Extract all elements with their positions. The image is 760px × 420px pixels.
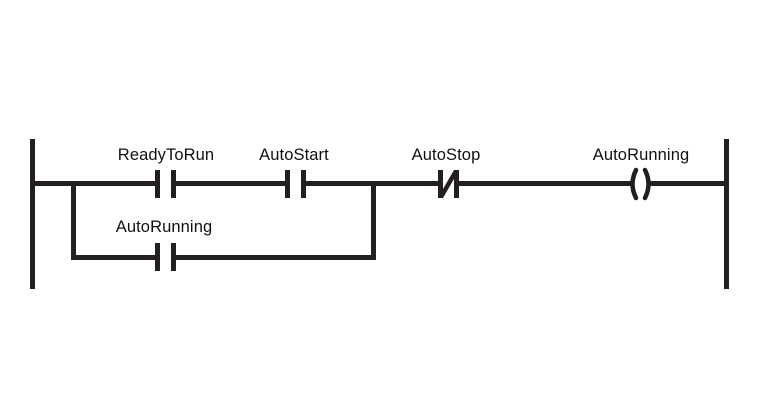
branch-vertical-right <box>371 181 376 260</box>
wire-autostop-to-coil <box>456 181 633 186</box>
wire-rail-to-readytorun <box>32 181 158 186</box>
contact-bar-right <box>171 243 176 271</box>
contact-autostop[interactable] <box>438 169 459 199</box>
coil-arc-left <box>630 167 639 201</box>
contact-bar-right <box>301 170 306 198</box>
contact-bar-right <box>454 170 459 198</box>
left-power-rail <box>30 139 35 289</box>
wire-coil-to-right-rail <box>648 181 726 186</box>
contact-bar-right <box>171 170 176 198</box>
contact-bar-left <box>438 170 443 198</box>
contact-bar-left <box>285 170 290 198</box>
label-autostop: AutoStop <box>412 146 481 164</box>
normally-closed-slash <box>439 169 458 199</box>
coil-arc-right <box>642 167 651 201</box>
branch-wire-contact-to-right <box>173 255 376 260</box>
label-autostart: AutoStart <box>259 146 329 164</box>
contact-bar-left <box>155 243 160 271</box>
label-readytorun: ReadyToRun <box>118 146 214 164</box>
contact-bar-left <box>155 170 160 198</box>
branch-vertical-left <box>71 181 76 260</box>
contact-autostart[interactable] <box>285 170 306 198</box>
contact-readytorun[interactable] <box>155 170 176 198</box>
wire-readytorun-to-autostart <box>173 181 289 186</box>
contact-autorunning-branch[interactable] <box>155 243 176 271</box>
label-autorunning-branch: AutoRunning <box>116 218 213 236</box>
label-autorunning-coil: AutoRunning <box>593 146 690 164</box>
right-power-rail <box>724 139 729 289</box>
coil-autorunning[interactable] <box>630 167 651 201</box>
branch-wire-left-to-contact <box>71 255 158 260</box>
